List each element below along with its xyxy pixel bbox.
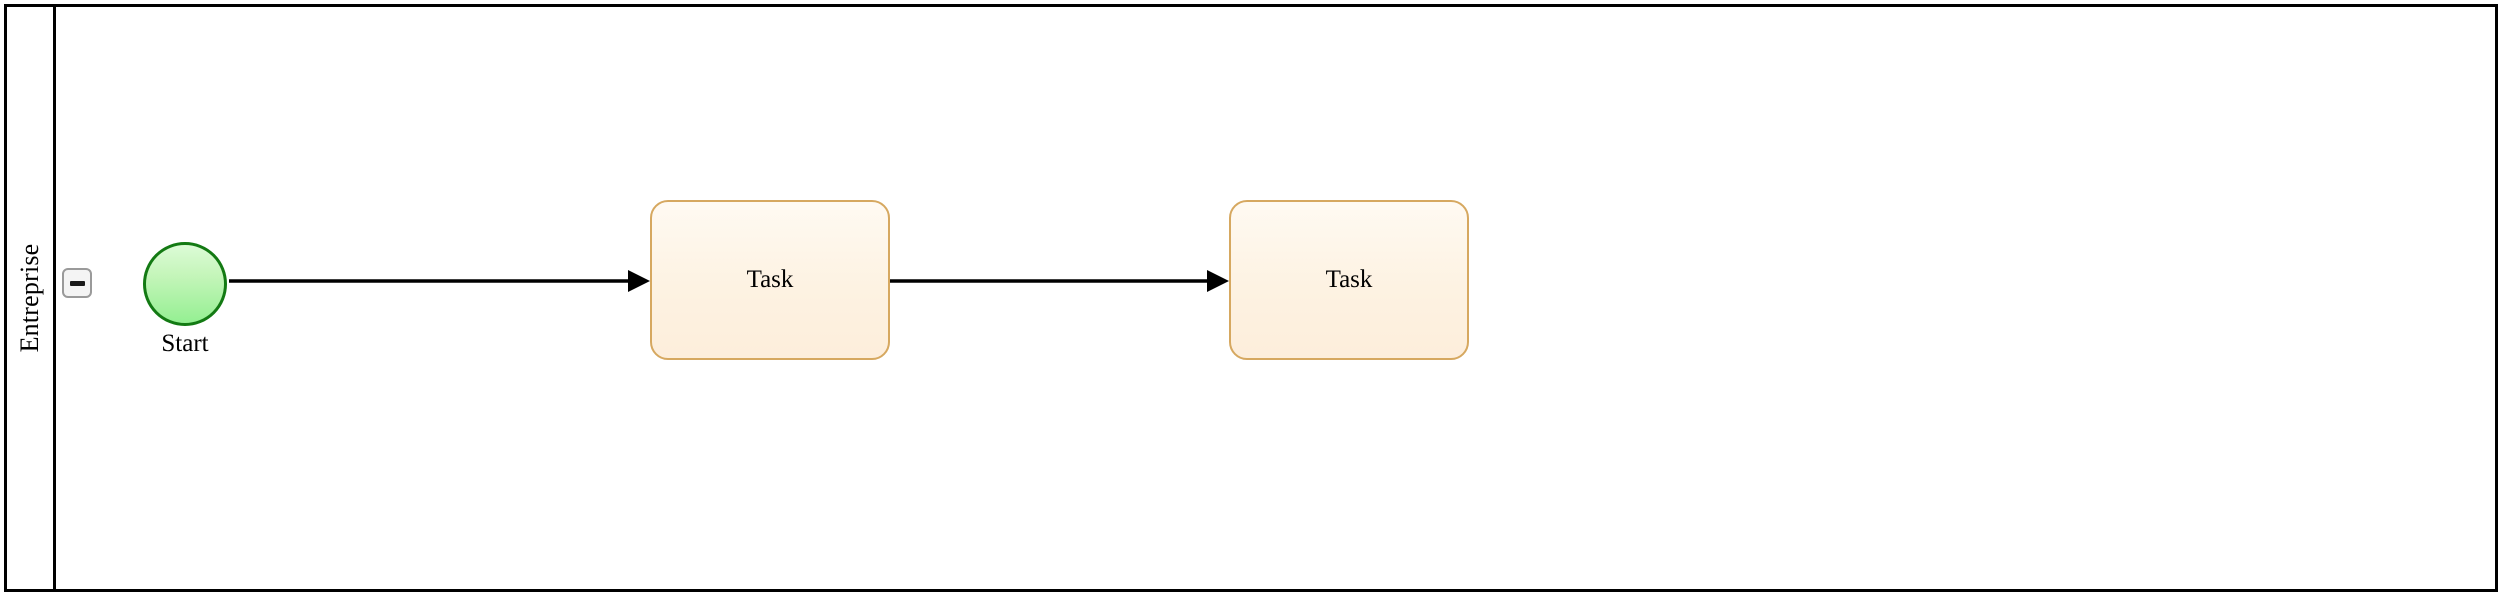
task-node-1[interactable]: Task: [650, 200, 890, 360]
start-event-label: Start: [161, 330, 209, 357]
task-label: Task: [746, 266, 794, 293]
pool-header: Entreprise: [7, 7, 56, 589]
minus-icon: [69, 280, 85, 286]
pool-name-label: Entreprise: [15, 243, 44, 353]
task-label: Task: [1325, 266, 1373, 293]
pool-collapse-toggle-button[interactable]: [62, 268, 92, 298]
task-node-2[interactable]: Task: [1229, 200, 1469, 360]
start-event-node[interactable]: [143, 242, 227, 326]
pool-entreprise[interactable]: Entreprise: [4, 4, 2498, 592]
